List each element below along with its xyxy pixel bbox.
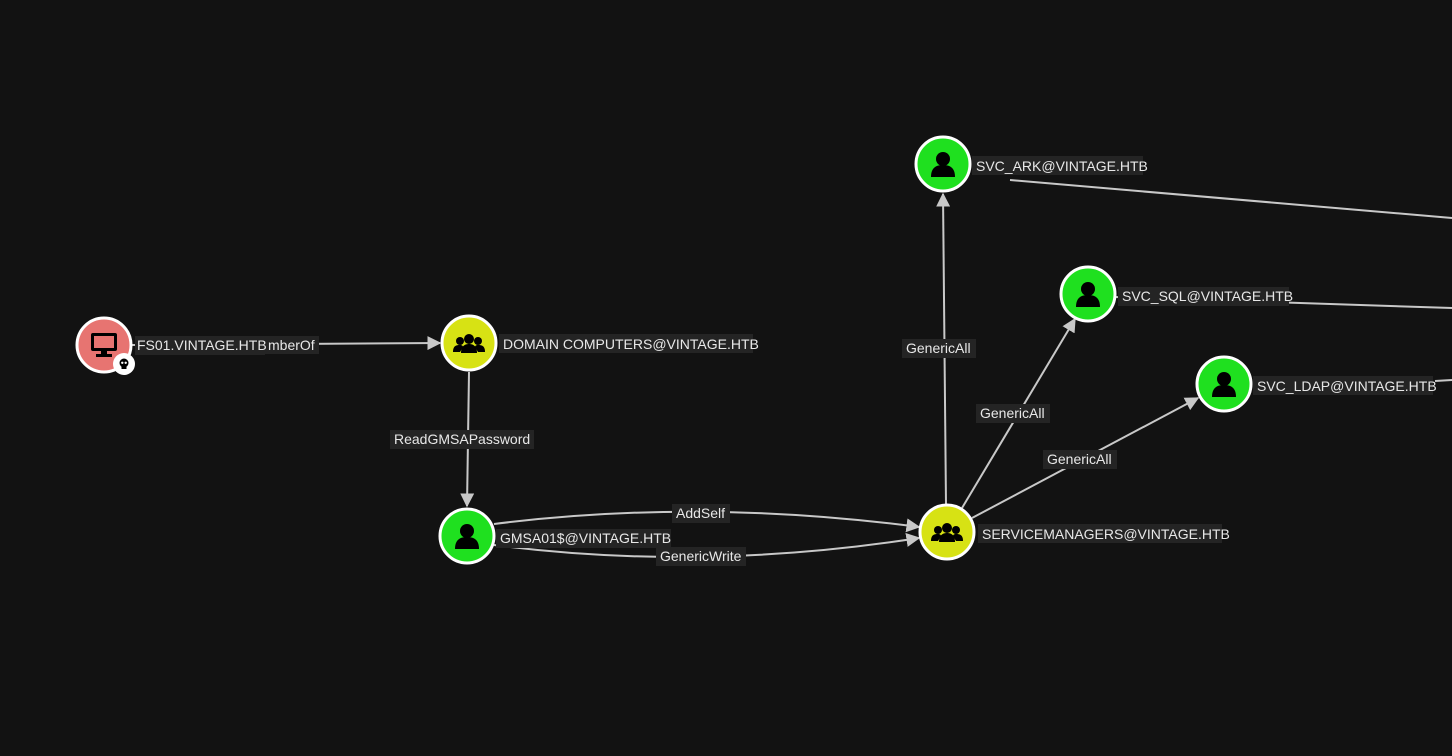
edge-label-genericwrite: GenericWrite: [656, 547, 746, 566]
svg-text:GenericWrite: GenericWrite: [660, 548, 742, 564]
svg-text:AddSelf: AddSelf: [676, 505, 725, 521]
edge-ark-offscreen[interactable]: [1009, 179, 1452, 219]
node-gmsa01[interactable]: GMSA01$@VINTAGE.HTB: [438, 507, 671, 565]
edge-label-genericall-ark: GenericAll: [902, 339, 976, 358]
node-svc-ldap[interactable]: SVC_LDAP@VINTAGE.HTB: [1195, 355, 1437, 413]
svg-text:ReadGMSAPassword: ReadGMSAPassword: [394, 431, 530, 447]
node-label-svc-ldap: SVC_LDAP@VINTAGE.HTB: [1257, 378, 1437, 394]
node-fs01[interactable]: FS01.VINTAGE.HTB: [75, 316, 267, 375]
edge-label-memberof: mberOf: [264, 336, 319, 354]
edge-label-genericall-ldap: GenericAll: [1043, 450, 1117, 469]
edge-label-addself: AddSelf: [672, 504, 730, 523]
svg-text:mberOf: mberOf: [268, 337, 315, 353]
node-label-servicemanagers: SERVICEMANAGERS@VINTAGE.HTB: [982, 526, 1230, 542]
edge-label-genericall-sql: GenericAll: [976, 404, 1050, 423]
svg-text:GenericAll: GenericAll: [1047, 451, 1112, 467]
svg-text:GenericAll: GenericAll: [980, 405, 1045, 421]
node-label-svc-ark: SVC_ARK@VINTAGE.HTB: [976, 158, 1148, 174]
node-label-svc-sql: SVC_SQL@VINTAGE.HTB: [1122, 288, 1293, 304]
node-label-fs01: FS01.VINTAGE.HTB: [137, 337, 267, 353]
node-servicemanagers[interactable]: SERVICEMANAGERS@VINTAGE.HTB: [918, 503, 1230, 561]
node-domain-computers[interactable]: DOMAIN COMPUTERS@VINTAGE.HTB: [440, 314, 759, 372]
edge-ldap-offscreen[interactable]: [1434, 379, 1452, 382]
svg-text:GenericAll: GenericAll: [906, 340, 971, 356]
node-svc-sql[interactable]: SVC_SQL@VINTAGE.HTB: [1059, 265, 1293, 323]
edge-label-readgmsapassword: ReadGMSAPassword: [390, 430, 534, 449]
node-label-domain-computers: DOMAIN COMPUTERS@VINTAGE.HTB: [503, 336, 759, 352]
node-label-gmsa01: GMSA01$@VINTAGE.HTB: [500, 530, 671, 546]
node-svc-ark[interactable]: SVC_ARK@VINTAGE.HTB: [914, 135, 1148, 193]
